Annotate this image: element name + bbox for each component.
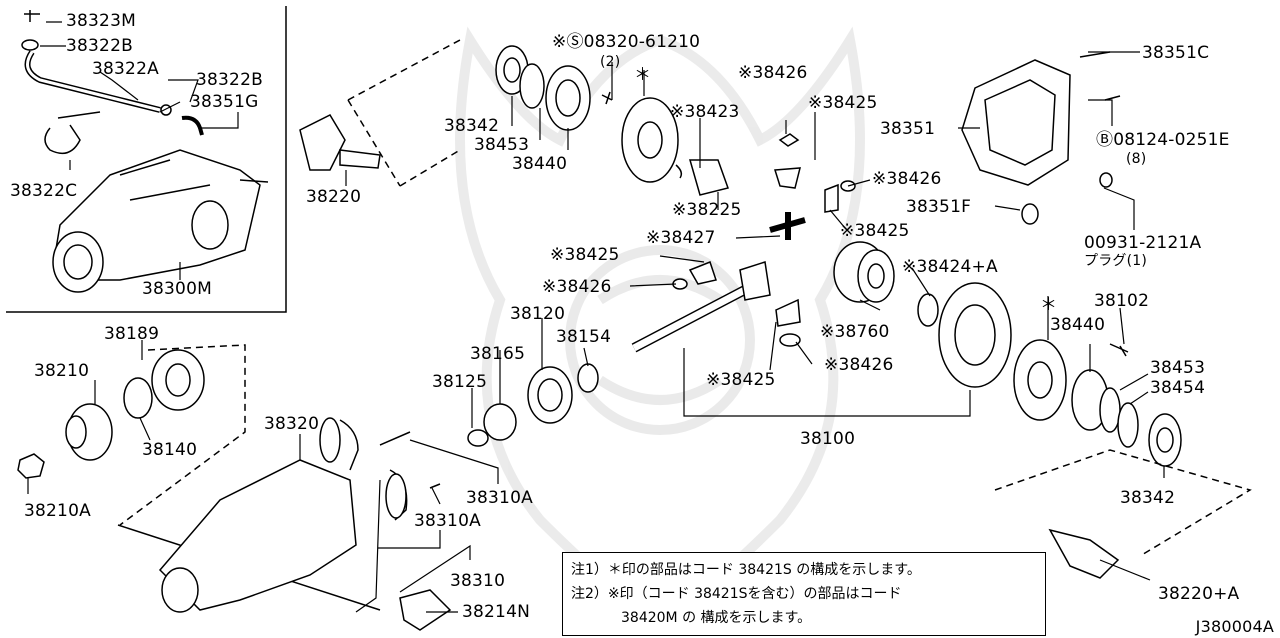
label-38427: ※38427 bbox=[646, 228, 716, 248]
flange-38220-part bbox=[299, 39, 461, 187]
washer-parts bbox=[319, 417, 407, 519]
label-38220: 38220 bbox=[306, 187, 362, 207]
breather-hose-part bbox=[21, 10, 204, 155]
label-38423: ※38423 bbox=[670, 102, 740, 122]
top-bearing-parts bbox=[495, 45, 729, 196]
label-38165: 38165 bbox=[470, 344, 526, 364]
companion-flange-parts bbox=[17, 344, 246, 526]
label-38351F: 38351F bbox=[906, 197, 972, 217]
label-38322A: 38322A bbox=[92, 59, 159, 79]
label-qty-8: (8) bbox=[1126, 151, 1147, 167]
label-38351G: 38351G bbox=[190, 92, 259, 112]
rear-cover-part bbox=[961, 51, 1121, 225]
label-38189: 38189 bbox=[104, 324, 160, 344]
label-38453-right: 38453 bbox=[1150, 358, 1206, 378]
label-38100: 38100 bbox=[800, 429, 856, 449]
right-bearing-parts bbox=[994, 339, 1252, 579]
label-38426-b: ※38426 bbox=[872, 169, 942, 189]
label-qty-2: (2) bbox=[600, 54, 621, 70]
diff-assembly-part bbox=[52, 149, 269, 293]
label-38322C: 38322C bbox=[10, 181, 78, 201]
label-38310A-2: 38310A bbox=[414, 511, 481, 531]
label-38310A-1: 38310A bbox=[466, 488, 533, 508]
watermark-emblem bbox=[455, 26, 865, 626]
label-38154: 38154 bbox=[556, 327, 612, 347]
label-08124-0251E: Ⓑ08124-0251E bbox=[1096, 130, 1230, 150]
label-38125: 38125 bbox=[432, 372, 488, 392]
pinion-parts bbox=[631, 133, 856, 353]
label-star-right: ＊ bbox=[1040, 295, 1058, 315]
label-38225: ※38225 bbox=[672, 200, 742, 220]
label-38320: 38320 bbox=[264, 414, 320, 434]
pinion-bearing-parts bbox=[467, 363, 599, 447]
label-38454: 38454 bbox=[1150, 378, 1206, 398]
label-38342-right: 38342 bbox=[1120, 488, 1176, 508]
inset-frame bbox=[6, 6, 287, 313]
label-38322B-top: 38322B bbox=[66, 36, 133, 56]
leader-lines bbox=[27, 21, 1165, 613]
label-38322B-mid: 38322B bbox=[196, 70, 263, 90]
label-38425-b: ※38425 bbox=[840, 221, 910, 241]
label-38760: ※38760 bbox=[820, 322, 890, 342]
label-38342-top: 38342 bbox=[444, 116, 500, 136]
label-38214N: 38214N bbox=[462, 602, 530, 622]
label-star-top: ＊ bbox=[634, 65, 652, 85]
label-00931-2121A: 00931-2121A bbox=[1084, 233, 1202, 253]
label-38300M: 38300M bbox=[142, 279, 212, 299]
note-line-1: 注1）＊印の部品はコード 38421S の構成を示します。 bbox=[571, 562, 921, 578]
label-38102: 38102 bbox=[1094, 291, 1150, 311]
label-38425-c: ※38425 bbox=[550, 245, 620, 265]
diagram-code: J380004A bbox=[1195, 617, 1274, 636]
note-line-3: 38420M の 構成を示します。 bbox=[621, 610, 812, 626]
label-38351C: 38351C bbox=[1142, 43, 1210, 63]
label-38210A: 38210A bbox=[24, 501, 91, 521]
label-38140: 38140 bbox=[142, 440, 198, 460]
label-38424A: ※38424+A bbox=[902, 257, 998, 277]
label-38323M: 38323M bbox=[66, 11, 136, 31]
label-38426-a: ※38426 bbox=[738, 63, 808, 83]
label-plug: プラグ(1) bbox=[1084, 253, 1148, 269]
ring-gear-parts bbox=[833, 241, 1012, 388]
label-38351: 38351 bbox=[880, 119, 936, 139]
label-38310: 38310 bbox=[450, 571, 506, 591]
label-38425-a: ※38425 bbox=[808, 93, 878, 113]
label-38425-d: ※38425 bbox=[706, 370, 776, 390]
note-line-2: 注2）※印（コード 38421Sを含む）の部品はコード bbox=[571, 586, 902, 602]
label-38426-d: ※38426 bbox=[824, 355, 894, 375]
label-38440-right: 38440 bbox=[1050, 315, 1106, 335]
notes-box: 注1）＊印の部品はコード 38421S の構成を示します。 注2）※印（コード … bbox=[562, 552, 1046, 636]
label-08320-61210: ※Ⓢ08320-61210 bbox=[552, 32, 701, 52]
label-38440-top: 38440 bbox=[512, 154, 568, 174]
carrier-38320-part bbox=[117, 419, 452, 631]
label-38453-top: 38453 bbox=[474, 135, 530, 155]
label-38120: 38120 bbox=[510, 304, 566, 324]
label-38426-c: ※38426 bbox=[542, 277, 612, 297]
label-38210: 38210 bbox=[34, 361, 90, 381]
label-38220A: 38220+A bbox=[1158, 584, 1240, 604]
